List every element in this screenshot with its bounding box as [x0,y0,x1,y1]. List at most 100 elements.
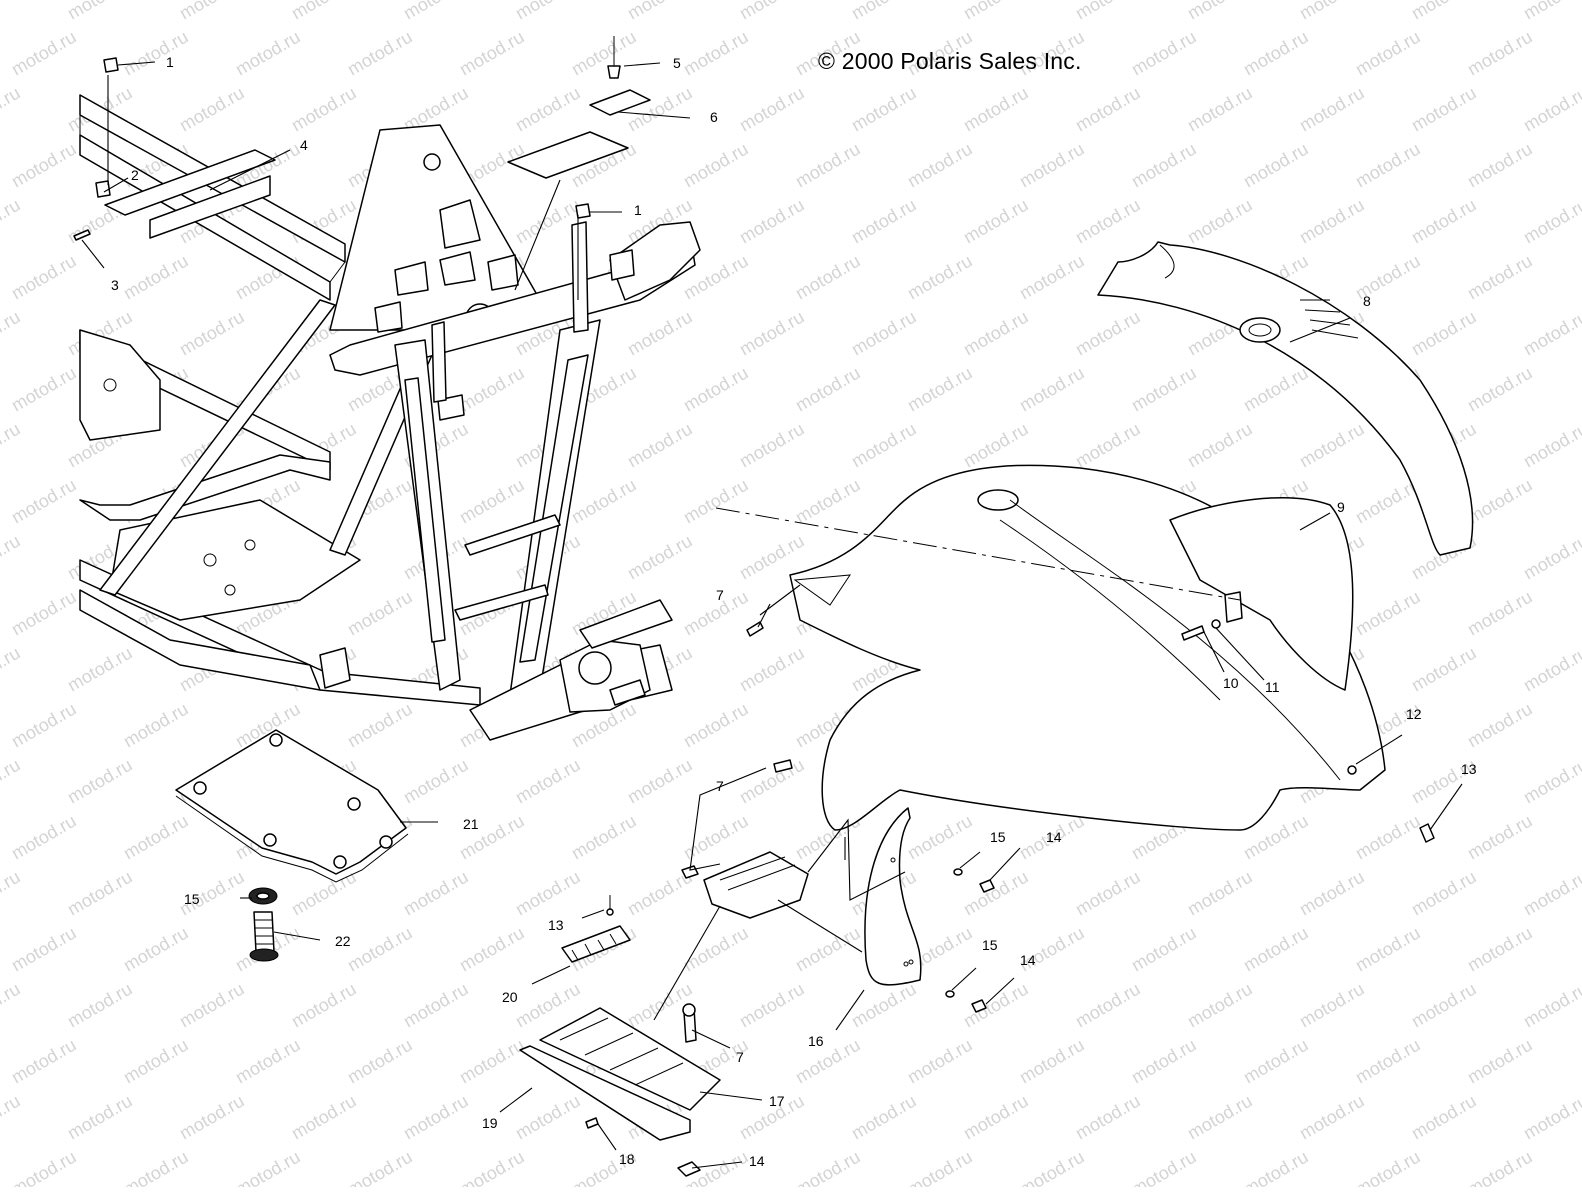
watermark-text: motod.ru [1072,195,1144,248]
watermark-text: motod.ru [1408,195,1480,248]
nut-14b [971,999,987,1013]
watermark-text: motod.ru [288,83,360,136]
skid-hardware [248,887,279,962]
watermark-text: motod.ru [680,475,752,528]
watermark-text: motod.ru [1408,0,1480,23]
watermark-text: motod.ru [792,475,864,528]
watermark-text: motod.ru [120,699,192,752]
watermark-text: motod.ru [120,251,192,304]
watermark-text: motod.ru [288,0,360,23]
watermark-text: motod.ru [288,1091,360,1144]
watermark-text: motod.ru [400,1091,472,1144]
nut-14a [979,879,995,893]
callout-7a: 7 [716,587,724,603]
watermark-text: motod.ru [848,83,920,136]
watermark-text: motod.ru [0,979,24,1032]
watermark-text: motod.ru [512,83,584,136]
watermark-text: motod.ru [120,1147,192,1187]
watermark-text: motod.ru [568,811,640,864]
watermark-text: motod.ru [1296,0,1368,23]
watermark-text: motod.ru [1352,923,1424,976]
watermark-text: motod.ru [1240,139,1312,192]
watermark-text: motod.ru [1464,1035,1536,1088]
watermark-text: motod.ru [400,867,472,920]
watermark-text: motod.ru [456,27,528,80]
flap-hardware [945,868,995,1013]
watermark-text: motod.ru [1296,867,1368,920]
watermark-text: motod.ru [64,979,136,1032]
watermark-text: motod.ru [1520,755,1582,808]
watermark-text: motod.ru [1128,1035,1200,1088]
callout-10: 10 [1223,675,1239,691]
watermark-text: motod.ru [624,755,696,808]
watermark-text: motod.ru [1128,363,1200,416]
watermark-text: motod.ru [1072,1091,1144,1144]
callout-14a: 14 [1046,829,1062,845]
watermark-text: motod.ru [1128,923,1200,976]
screw-3 [73,229,91,241]
floor-mat-bracket [703,851,809,919]
watermark-text: motod.ru [8,699,80,752]
watermark-text: motod.ru [1464,139,1536,192]
watermark-text: motod.ru [0,195,24,248]
watermark-text: motod.ru [512,0,584,23]
watermark-text: motod.ru [1520,83,1582,136]
watermark-text: motod.ru [1184,979,1256,1032]
copyright-notice: © 2000 Polaris Sales Inc. [818,48,1082,74]
watermark-text: motod.ru [8,811,80,864]
callout-13a: 13 [1461,761,1477,777]
watermark-text: motod.ru [64,0,136,23]
watermark-text: motod.ru [1072,979,1144,1032]
watermark-text: motod.ru [344,699,416,752]
watermark-text: motod.ru [792,1147,864,1187]
watermark-text: motod.ru [400,755,472,808]
watermark-text: motod.ru [1464,1147,1536,1187]
watermark-text: motod.ru [736,83,808,136]
watermark-text: motod.ru [1464,475,1536,528]
watermark-text: motod.ru [904,1147,976,1187]
watermark-text: motod.ru [1520,979,1582,1032]
watermark-text: motod.ru [1240,1147,1312,1187]
push-pin-13 [1419,823,1435,843]
watermark-text: motod.ru [1240,363,1312,416]
watermark-text: motod.ru [1296,979,1368,1032]
watermark-text: motod.ru [1184,195,1256,248]
leader-lines [81,61,1463,1169]
frame-hardware [73,36,651,241]
watermark-text: motod.ru [680,27,752,80]
watermark-text: motod.ru [120,923,192,976]
watermark-text: motod.ru [0,83,24,136]
watermark-text: motod.ru [232,1147,304,1187]
watermark-text: motod.ru [1072,0,1144,23]
watermark-text: motod.ru [1072,83,1144,136]
watermark-text: motod.ru [456,923,528,976]
watermark-text: motod.ru [176,0,248,23]
watermark-text: motod.ru [120,27,192,80]
watermark-text: motod.ru [680,923,752,976]
watermark-text: motod.ru [960,195,1032,248]
watermark-text: motod.ru [1464,699,1536,752]
watermark-text: motod.ru [1072,419,1144,472]
watermark-text: motod.ru [1016,251,1088,304]
watermark-text: motod.ru [736,0,808,23]
watermark-text: motod.ru [792,251,864,304]
watermark-text: motod.ru [8,251,80,304]
watermark-text: motod.ru [288,867,360,920]
watermark-text: motod.ru [624,419,696,472]
watermark-text: motod.ru [456,1035,528,1088]
callout-1b: 1 [634,202,642,218]
watermark-text: motod.ru [680,139,752,192]
watermark-text: motod.ru [624,83,696,136]
watermark-text: motod.ru [120,1035,192,1088]
rivet-12 [1347,765,1357,775]
watermark-text: motod.ru [1352,587,1424,640]
watermark-text: motod.ru [960,83,1032,136]
screw-7a [746,621,764,637]
watermark-text: motod.ru [8,923,80,976]
watermark-text: motod.ru [456,1147,528,1187]
watermark-text: motod.ru [0,0,24,23]
watermark-text: motod.ru [1408,307,1480,360]
watermark-text: motod.ru [960,419,1032,472]
